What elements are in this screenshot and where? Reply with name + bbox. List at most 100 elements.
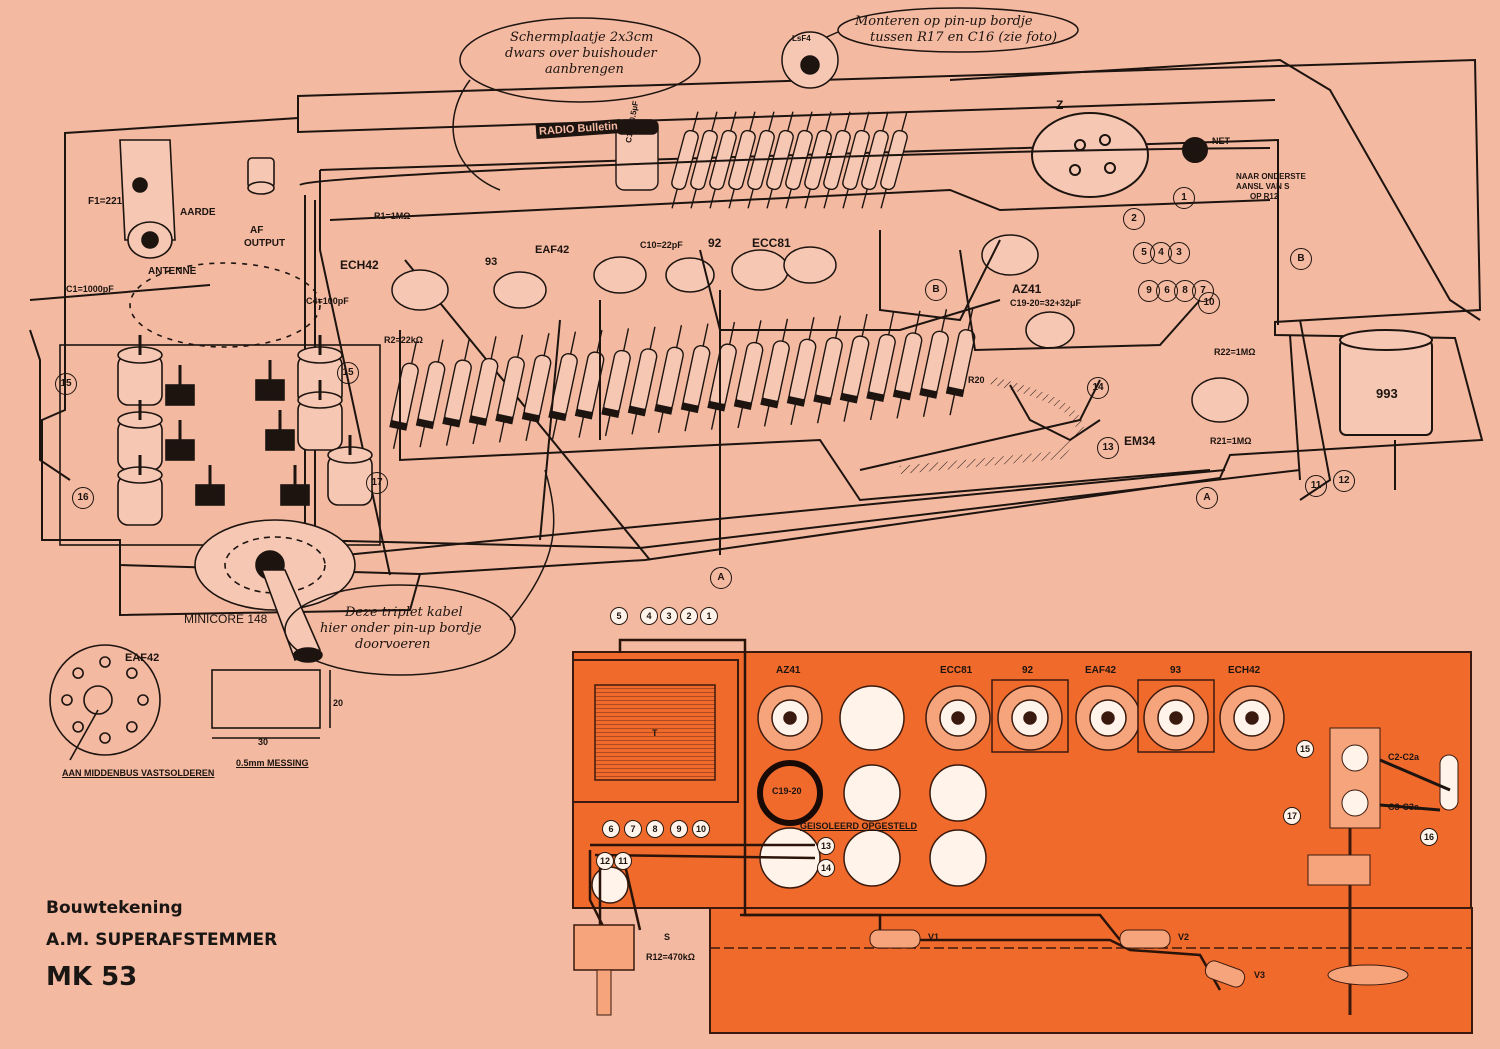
- label-f1: F1=221: [88, 196, 123, 207]
- top-resistor-row: [615, 111, 908, 209]
- socket-pin-8: [72, 667, 84, 679]
- label-c10: C10=22pF: [640, 240, 683, 250]
- plate-terminal-11: 11: [614, 852, 632, 870]
- label-aarde: AARDE: [180, 207, 216, 218]
- plate-c3: C3-C3a: [1388, 802, 1420, 812]
- plate-tube-93: 93: [1170, 665, 1182, 676]
- trimmer-1: [165, 365, 195, 406]
- label-92: 92: [708, 236, 722, 250]
- drawing-title-line1: Bouwtekening: [46, 898, 183, 918]
- detail-dim-height: 20: [333, 698, 344, 708]
- label-output: OUTPUT: [244, 238, 286, 249]
- note-triplet-line1: Deze triplet kabel: [345, 605, 463, 620]
- plate-socket-2: [925, 685, 991, 751]
- note-balloons: [284, 7, 1079, 676]
- socket-pin-2: [126, 667, 138, 679]
- note-monteren-line1: Monteren op pin-up bordje: [855, 14, 1033, 29]
- label-naar-1: NAAR ONDERSTE: [1236, 172, 1306, 181]
- coil-5: [297, 380, 343, 451]
- component-1: [389, 341, 419, 449]
- plate-terminal-2: 2: [680, 607, 698, 625]
- plate-r12: R12=470kΩ: [646, 952, 696, 962]
- plate-s: S: [664, 932, 671, 942]
- component-12: [680, 323, 711, 432]
- trimmer-6: [280, 465, 310, 506]
- top-resistor-9: [823, 111, 851, 209]
- plate-tube-ech42: ECH42: [1228, 665, 1261, 676]
- component-17: [813, 315, 843, 424]
- trimmer-2: [165, 420, 195, 461]
- socket-pin-3: [137, 694, 149, 706]
- plate-terminal-5: 5: [610, 607, 628, 625]
- detail-dim-width: 30: [258, 737, 269, 747]
- component-19: [866, 312, 896, 421]
- terminal-1-chassis: 1: [1173, 187, 1195, 209]
- label-r20: R20: [968, 375, 985, 385]
- coil-3: [117, 455, 163, 526]
- label-em34: EM34: [1124, 434, 1156, 448]
- bottom-plate: [572, 638, 1473, 1034]
- label-ech42: ECH42: [340, 258, 379, 272]
- label-r1: R1=1MΩ: [374, 211, 411, 221]
- component-2: [415, 339, 446, 448]
- terminal-14-chassis: 14: [1087, 377, 1109, 399]
- label-z: Z: [1056, 98, 1064, 112]
- component-16: [786, 317, 817, 425]
- component-9: [601, 328, 631, 437]
- wiring-harness: [29, 58, 1481, 555]
- label-minicore: MINICORE 148: [184, 612, 268, 626]
- detail-material: 0.5mm MESSING: [236, 758, 309, 768]
- antenna-terminal: [119, 139, 275, 259]
- label-can-993: 993: [1376, 386, 1398, 401]
- plate-terminal-6: 6: [602, 820, 620, 838]
- eaf42-socket-drawing: [49, 644, 331, 761]
- braided-cable: [899, 376, 1085, 474]
- plate-terminal-17: 17: [1283, 807, 1301, 825]
- label-c19-20: C19-20=32+32μF: [1010, 298, 1082, 308]
- component-5: [495, 334, 525, 443]
- plate-transformer: T: [652, 728, 658, 738]
- plate-c19-20: C19-20: [772, 786, 802, 796]
- component-18: [839, 313, 870, 422]
- plate-terminal-13: 13: [817, 837, 835, 855]
- plate-socket-1: [757, 685, 823, 751]
- label-r21: R21=1MΩ: [1210, 436, 1252, 446]
- plate-v2: V2: [1178, 932, 1190, 942]
- top-resistor-10: [842, 111, 870, 209]
- marker-b-1: B: [925, 279, 947, 301]
- plate-terminal-4: 4: [640, 607, 658, 625]
- label-ecc81: ECC81: [752, 236, 791, 250]
- terminal-13-chassis: 13: [1097, 437, 1119, 459]
- component-strip: [389, 307, 976, 449]
- label-net: NET: [1212, 136, 1230, 146]
- drawing-title-line2: A.M. SUPERAFSTEMMER: [46, 930, 278, 950]
- terminal-16-chassis: 16: [72, 487, 94, 509]
- marker-a-1: A: [710, 567, 732, 589]
- component-3: [442, 337, 472, 446]
- marker-b-2: B: [1290, 248, 1312, 270]
- trimmer-5: [265, 410, 295, 451]
- plate-terminal-12: 12: [596, 852, 614, 870]
- plate-terminal-3: 3: [660, 607, 678, 625]
- plate-socket-5: [1137, 679, 1215, 753]
- plate-v1: V1: [928, 932, 940, 942]
- label-r2: R2=22kΩ: [384, 335, 423, 345]
- label-naar-2: AANSL VAN S: [1236, 182, 1290, 191]
- terminal-10-chassis: 10: [1198, 292, 1220, 314]
- component-14: [733, 320, 764, 429]
- filter-can-993: [1339, 329, 1433, 490]
- coil-1: [117, 335, 163, 406]
- top-resistor-11: [861, 111, 889, 209]
- detail-note: AAN MIDDENBUS VASTSOLDEREN: [62, 768, 215, 778]
- plate-tube-eaf42: EAF42: [1085, 665, 1117, 676]
- label-antenne: ANTENNE: [148, 266, 197, 277]
- component-22: [945, 307, 976, 416]
- note-scherm-line2: dwars over buishouder: [505, 46, 657, 61]
- plate-terminal-15: 15: [1296, 740, 1314, 758]
- label-lsf4: LsF4: [792, 34, 811, 43]
- drawing-title-model: MK 53: [46, 962, 138, 992]
- coil-6: [327, 435, 373, 506]
- component-15: [760, 318, 790, 427]
